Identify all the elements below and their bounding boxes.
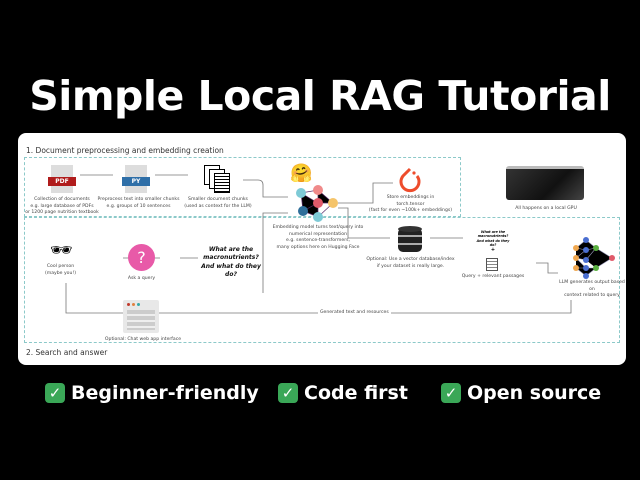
query-line: And what do they (476, 238, 510, 243)
caption-line: Preprocess text into smaller chunks (97, 197, 180, 202)
ask-caption: Ask a query (127, 276, 156, 281)
caption-line: e.g. sentence-transformers, (286, 238, 350, 244)
caption-line: context related to query (564, 293, 620, 299)
caption-line: numerical representation (288, 231, 348, 237)
caption-line: (fast for even ~100k+ embeddings) (368, 208, 453, 214)
feature-label: Beginner-friendly (71, 382, 259, 404)
section-2-label: 2. Search and answer (26, 348, 108, 357)
caption-line: Smaller document chunks (188, 197, 248, 202)
llm-network-icon (573, 237, 615, 279)
rag-diagram: 1. Document preprocessing and embedding … (18, 133, 626, 365)
caption-line: (used as context for the LLM) (184, 203, 252, 209)
feature-open-source: ✓ Open source (441, 382, 601, 404)
py-label: PY (122, 177, 150, 186)
feature-label: Code first (304, 382, 408, 404)
chunks-caption: Smaller document chunks (used as context… (183, 197, 253, 210)
chat-webapp-icon (123, 300, 159, 333)
person-caption: Cool person (maybe you!) (38, 264, 83, 277)
pytorch-icon (399, 167, 421, 193)
store-caption: Store embeddings in torch.tensor (fast f… (368, 195, 453, 215)
passages-caption: Query + relevant passages (461, 274, 525, 279)
embedding-caption: Embedding model turns text/query into nu… (263, 225, 373, 252)
preprocess-caption: Preprocess text into smaller chunks e.g.… (96, 197, 181, 210)
pdf-file-icon: PDF (48, 165, 76, 193)
gpu-image (506, 166, 584, 200)
page-title: Simple Local RAG Tutorial (29, 72, 611, 120)
caption-line: torch.tensor (396, 201, 425, 207)
llm-caption: LLM generates output based on context re… (558, 280, 626, 300)
query-text: What are the macronutrients? And what do… (196, 246, 266, 280)
vector-db-caption: Optional: Use a vector database/index if… (363, 257, 458, 270)
check-icon: ✓ (278, 383, 298, 403)
caption-line: Optional: Use a vector database/index (366, 257, 455, 262)
caption-line: if your dataset is really large. (376, 263, 445, 269)
return-label: Generated text and resources (318, 310, 391, 317)
query-line: And what do they do? (201, 262, 261, 279)
caption-line: Store embeddings in (386, 195, 435, 200)
caption-line: or 1200 page nutrition textbook (25, 210, 99, 216)
person-icon: 🕶 (50, 240, 73, 261)
query-line: macronutrients? (477, 234, 509, 239)
embedding-model-icon (296, 185, 338, 222)
small-query-text: What are the macronutrients? And what do… (473, 230, 513, 254)
plus-sign: + (490, 247, 496, 254)
section-1-label: 1. Document preprocessing and embedding … (26, 146, 224, 155)
check-icon: ✓ (45, 383, 65, 403)
vector-database-icon (398, 226, 422, 252)
query-line: What are the (480, 230, 506, 234)
pdf-label: PDF (48, 177, 76, 186)
section-1-box (24, 157, 461, 217)
caption-line: (maybe you!) (44, 270, 77, 276)
caption-line: Collection of documents (34, 197, 90, 202)
passages-icon (486, 258, 498, 271)
caption-line: e.g. groups of 10 sentences (106, 203, 171, 209)
caption-line: Embedding model turns text/query into (272, 225, 364, 230)
caption-line: LLM generates output based on (559, 280, 625, 292)
check-icon: ✓ (441, 383, 461, 403)
query-line: macronutrients? (203, 254, 259, 262)
feature-beginner-friendly: ✓ Beginner-friendly (45, 382, 259, 404)
caption-line: Cool person (46, 264, 75, 269)
caption-line: e.g. large database of PDFs (30, 203, 94, 209)
document-chunks-icon (204, 165, 232, 193)
gpu-caption: All happens on a local GPU (515, 206, 577, 211)
docs-caption: Collection of documents e.g. large datab… (22, 197, 102, 217)
caption-line: many options here on Hugging Face (276, 244, 360, 250)
query-line: do? (489, 242, 497, 247)
webapp-caption: Optional: Chat web app interface (104, 337, 182, 342)
python-file-icon: PY (122, 165, 150, 193)
feature-label: Open source (467, 382, 602, 404)
feature-code-first: ✓ Code first (278, 382, 408, 404)
question-icon: ? (128, 244, 155, 271)
query-line: What are the (208, 246, 254, 253)
hugging-face-icon: 🤗 (290, 163, 313, 184)
